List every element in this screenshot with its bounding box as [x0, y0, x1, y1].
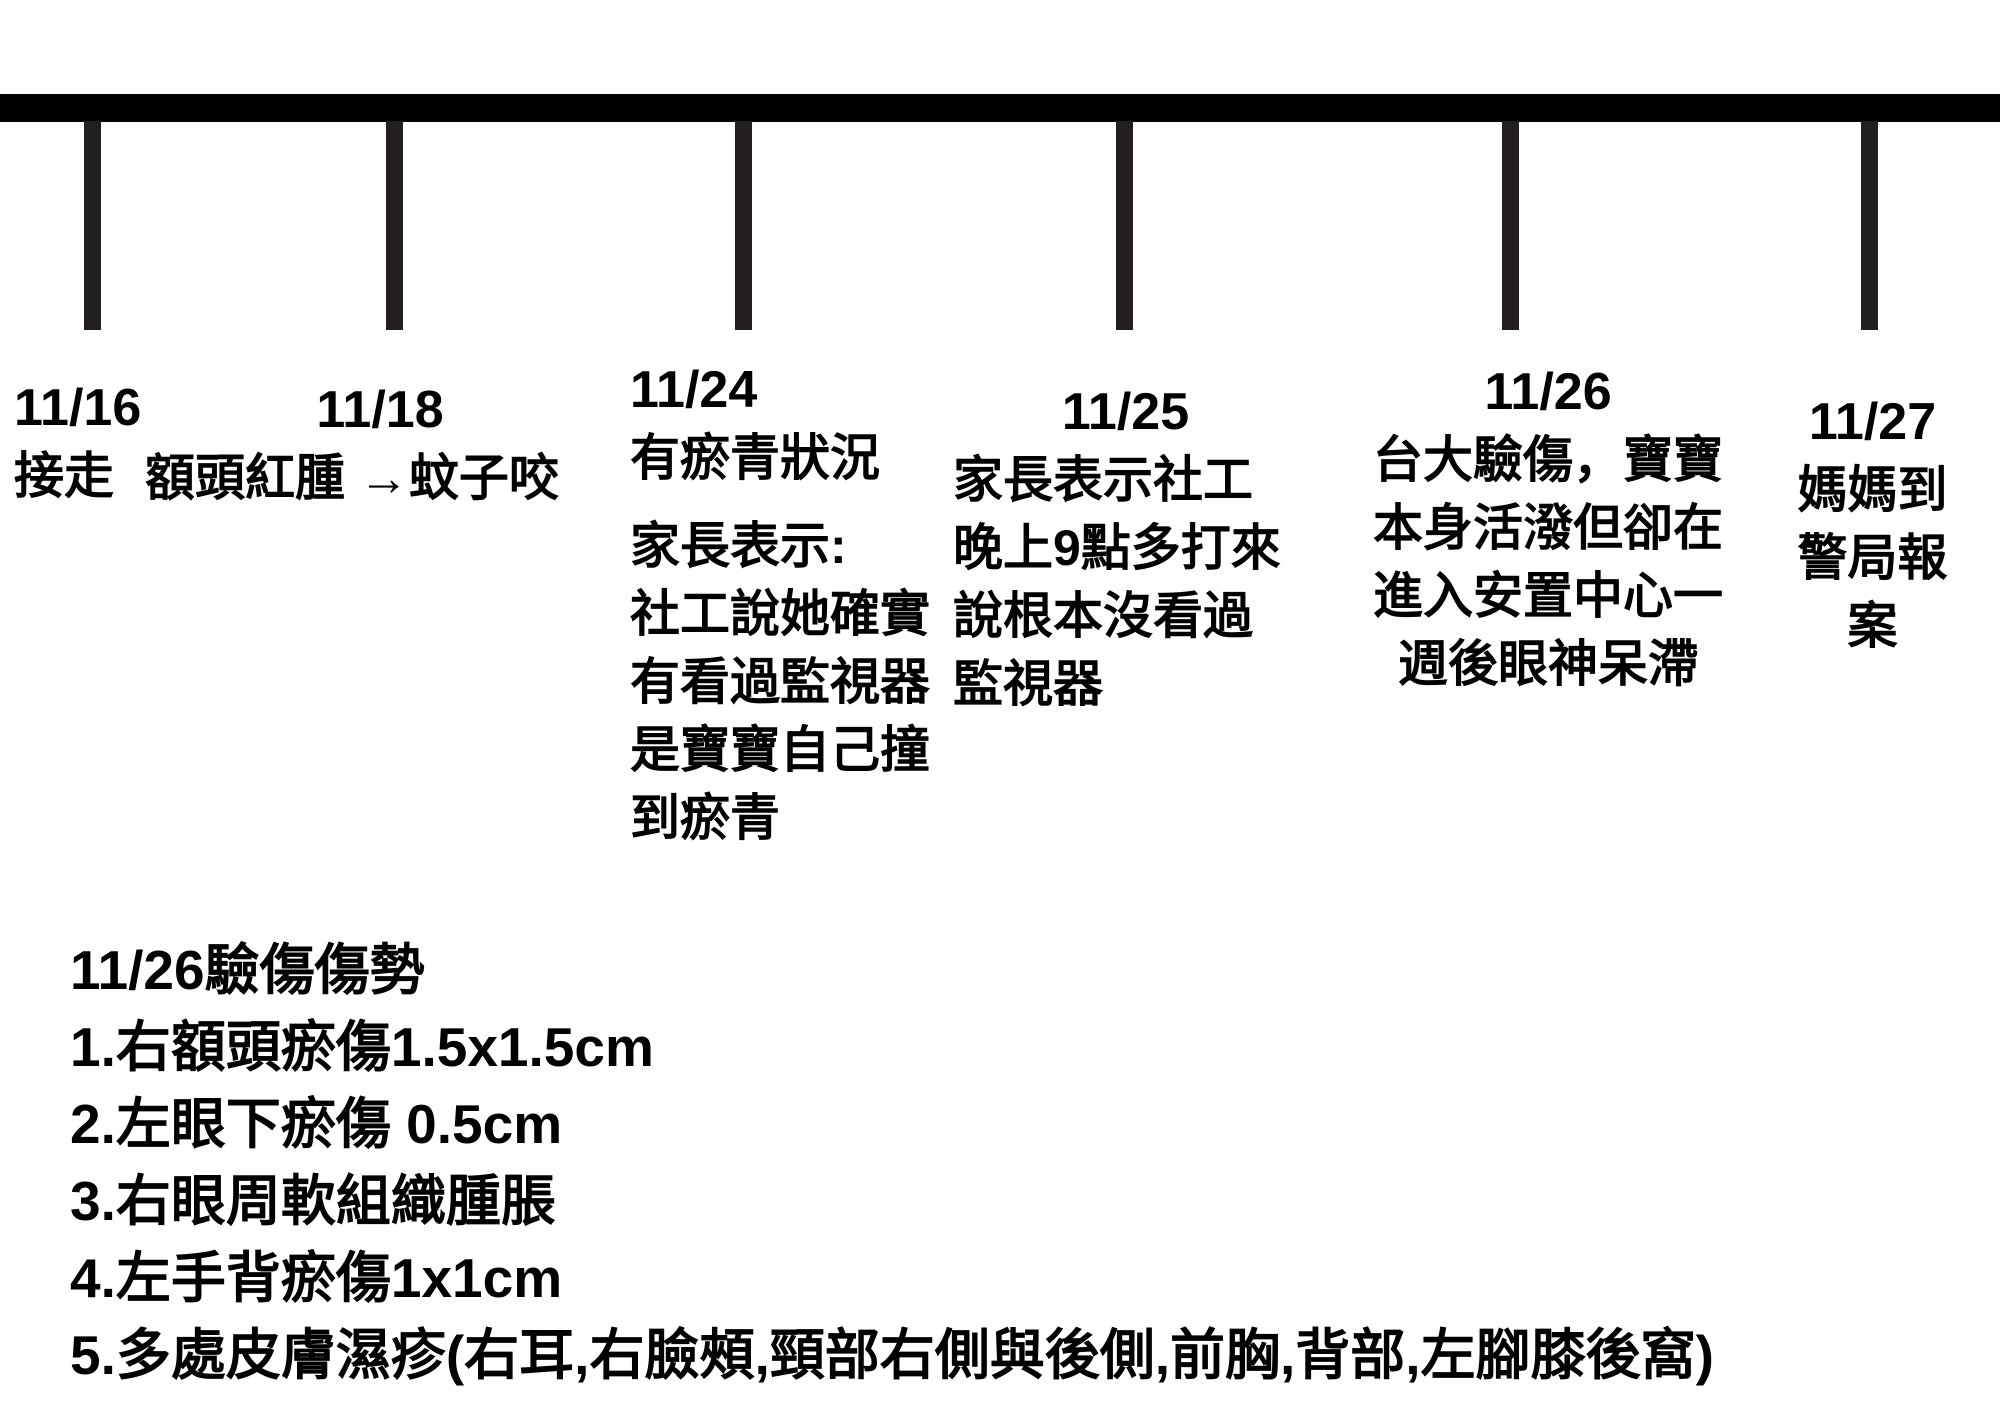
injury-report-item: 4.左手背瘀傷1x1cm	[70, 1247, 563, 1309]
timeline-tick-11-25	[1116, 121, 1133, 330]
event-date: 11/24	[630, 361, 758, 419]
timeline-axis-bar	[0, 94, 2000, 122]
injury-report: 11/26驗傷傷勢 1.右額頭瘀傷1.5x1.5cm 2.左眼下瘀傷 0.5cm…	[70, 932, 1714, 1394]
event-text-line: 本身活潑但卻在	[1373, 500, 1723, 556]
event-text-line: 監視器	[953, 656, 1103, 712]
event-text-line: 接走	[14, 448, 114, 504]
injury-report-item: 3.右眼周軟組織腫脹	[70, 1170, 556, 1232]
event-text-line: 說根本沒看過	[953, 588, 1253, 644]
timeline-tick-11-24	[735, 121, 752, 330]
event-date: 11/25	[1061, 383, 1190, 441]
event-text-line: 額頭紅腫 →蚊子咬	[145, 450, 559, 506]
event-date: 11/18	[316, 381, 444, 439]
timeline-tick-11-18	[386, 121, 403, 330]
event-text-line: 警局報	[1797, 530, 1948, 586]
event-text-line: 媽媽到	[1797, 462, 1948, 518]
injury-report-item: 2.左眼下瘀傷 0.5cm	[70, 1093, 563, 1155]
event-text-line: 社工說她確實	[630, 586, 930, 642]
event-text-line: 有看過監視器	[630, 654, 930, 710]
event-date: 11/27	[1808, 393, 1937, 451]
injury-report-item: 5.多處皮膚濕疹(右耳,右臉頰,頸部右側與後側,前胸,背部,左腳膝後窩)	[70, 1324, 1714, 1386]
event-text-line: 家長表示社工	[953, 452, 1253, 508]
event-text-line: 家長表示:	[630, 518, 847, 574]
timeline-tick-11-16	[84, 121, 101, 330]
timeline-event-11-16: 11/16 接走	[14, 380, 214, 510]
injury-report-item: 1.右額頭瘀傷1.5x1.5cm	[70, 1016, 654, 1078]
event-date: 11/16	[14, 379, 142, 437]
event-text-line: 台大驗傷，寶寶	[1373, 432, 1723, 488]
timeline-event-11-18: 11/18 額頭紅腫 →蚊子咬	[145, 382, 615, 512]
event-text-line: 是寶寶自己撞	[630, 722, 930, 778]
timeline-tick-11-26	[1502, 121, 1519, 330]
timeline-event-11-25: 11/25 家長表示社工 晚上9點多打來 說根本沒看過 監視器	[953, 384, 1298, 718]
event-text-line: 有瘀青狀況	[630, 430, 880, 486]
timeline-event-11-27: 11/27 媽媽到 警局報 案	[1790, 394, 1955, 660]
event-text-line: 週後眼神呆滯	[1398, 636, 1698, 692]
event-text-line: 案	[1847, 598, 1898, 654]
timeline-event-11-26: 11/26 台大驗傷，寶寶 本身活潑但卻在 進入安置中心一 週後眼神呆滯	[1358, 364, 1738, 698]
timeline-tick-11-27	[1861, 121, 1878, 330]
timeline-event-11-24: 11/24 有瘀青狀況 家長表示: 社工說她確實 有看過監視器 是寶寶自己撞 到…	[630, 362, 960, 852]
event-text-line: 進入安置中心一	[1373, 568, 1723, 624]
event-date: 11/26	[1484, 363, 1612, 421]
injury-report-title: 11/26驗傷傷勢	[70, 939, 425, 1001]
event-text-line: 到瘀青	[630, 790, 780, 846]
event-text-line: 晚上9點多打來	[953, 520, 1281, 576]
